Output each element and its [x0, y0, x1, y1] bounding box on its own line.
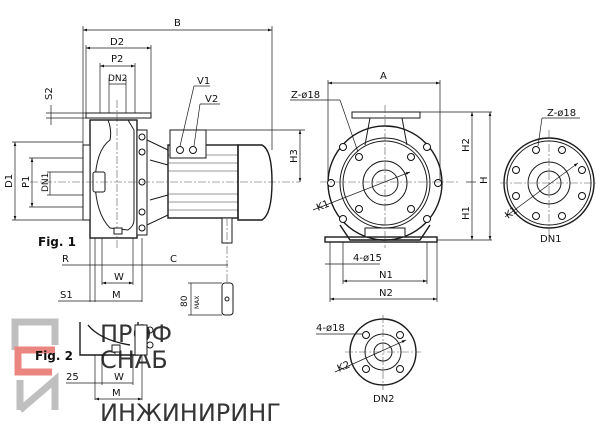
dn2-bolts-label: 4-ø18 — [316, 323, 345, 334]
fig1-title: Fig. 1 — [38, 235, 76, 249]
dim-H2: H2 — [461, 138, 472, 152]
dim-W: W — [114, 272, 124, 283]
dn2-dim-K2: K2 — [336, 359, 352, 374]
fig2-dim-W: W — [114, 372, 124, 383]
fig2-detail: Fig. 2 25 W M — [35, 322, 154, 401]
flange-dn1: Z-ø18 K1 DN1 — [500, 108, 598, 245]
fig1-side-view: B D2 P2 DN2 S2 — [4, 18, 305, 316]
dim-M: M — [112, 290, 121, 301]
dim-H1: H1 — [461, 206, 472, 220]
flange-dn2: 4-ø18 K2 DN2 — [316, 315, 421, 405]
fig2-dim-M: M — [112, 388, 121, 399]
front-dim-K1: K1 — [315, 199, 331, 214]
dim-D2: D2 — [110, 37, 124, 48]
dn1-title: DN1 — [540, 234, 562, 245]
watermark-logo: ПРОФ СНАБ ИНЖИНИРИНГ — [11, 318, 281, 424]
front-bolts-label: Z-ø18 — [291, 90, 320, 101]
dim-N2: N2 — [379, 288, 393, 299]
dim-H: H — [479, 176, 490, 184]
dim-D1: D1 — [4, 174, 15, 188]
dim-max: MAX — [194, 296, 201, 309]
dim-R: R — [62, 254, 69, 265]
label-V2: V2 — [205, 94, 218, 105]
front-view: A Z-ø18 K1 H2 H H1 4-ø15 N1 N2 — [290, 71, 492, 302]
dim-S2: S2 — [44, 87, 55, 100]
dim-H3: H3 — [289, 149, 300, 163]
cable-entry-v1-icon — [176, 146, 184, 154]
dim-S1: S1 — [60, 290, 73, 301]
fig2-title: Fig. 2 — [35, 349, 73, 363]
watermark-line2: СНАБ — [100, 346, 168, 374]
dim-DN2: DN2 — [108, 74, 127, 84]
dim-N1: N1 — [379, 270, 393, 281]
dim-P2: P2 — [111, 54, 123, 65]
dim-25: 25 — [66, 372, 79, 383]
dim-P1: P1 — [21, 176, 32, 188]
watermark-line3: ИНЖИНИРИНГ — [100, 399, 281, 424]
dim-DN1: DN1 — [41, 173, 51, 192]
cable-entry-v2-icon — [189, 146, 197, 154]
label-V1: V1 — [197, 76, 210, 87]
dim-B: B — [174, 18, 181, 29]
dn2-title: DN2 — [373, 394, 395, 405]
dim-A: A — [380, 71, 387, 82]
dim-C: C — [170, 254, 177, 265]
dn1-bolts-label: Z-ø18 — [547, 108, 576, 119]
dim-80: 80 — [180, 295, 190, 307]
dim-base-holes: 4-ø15 — [353, 253, 382, 264]
